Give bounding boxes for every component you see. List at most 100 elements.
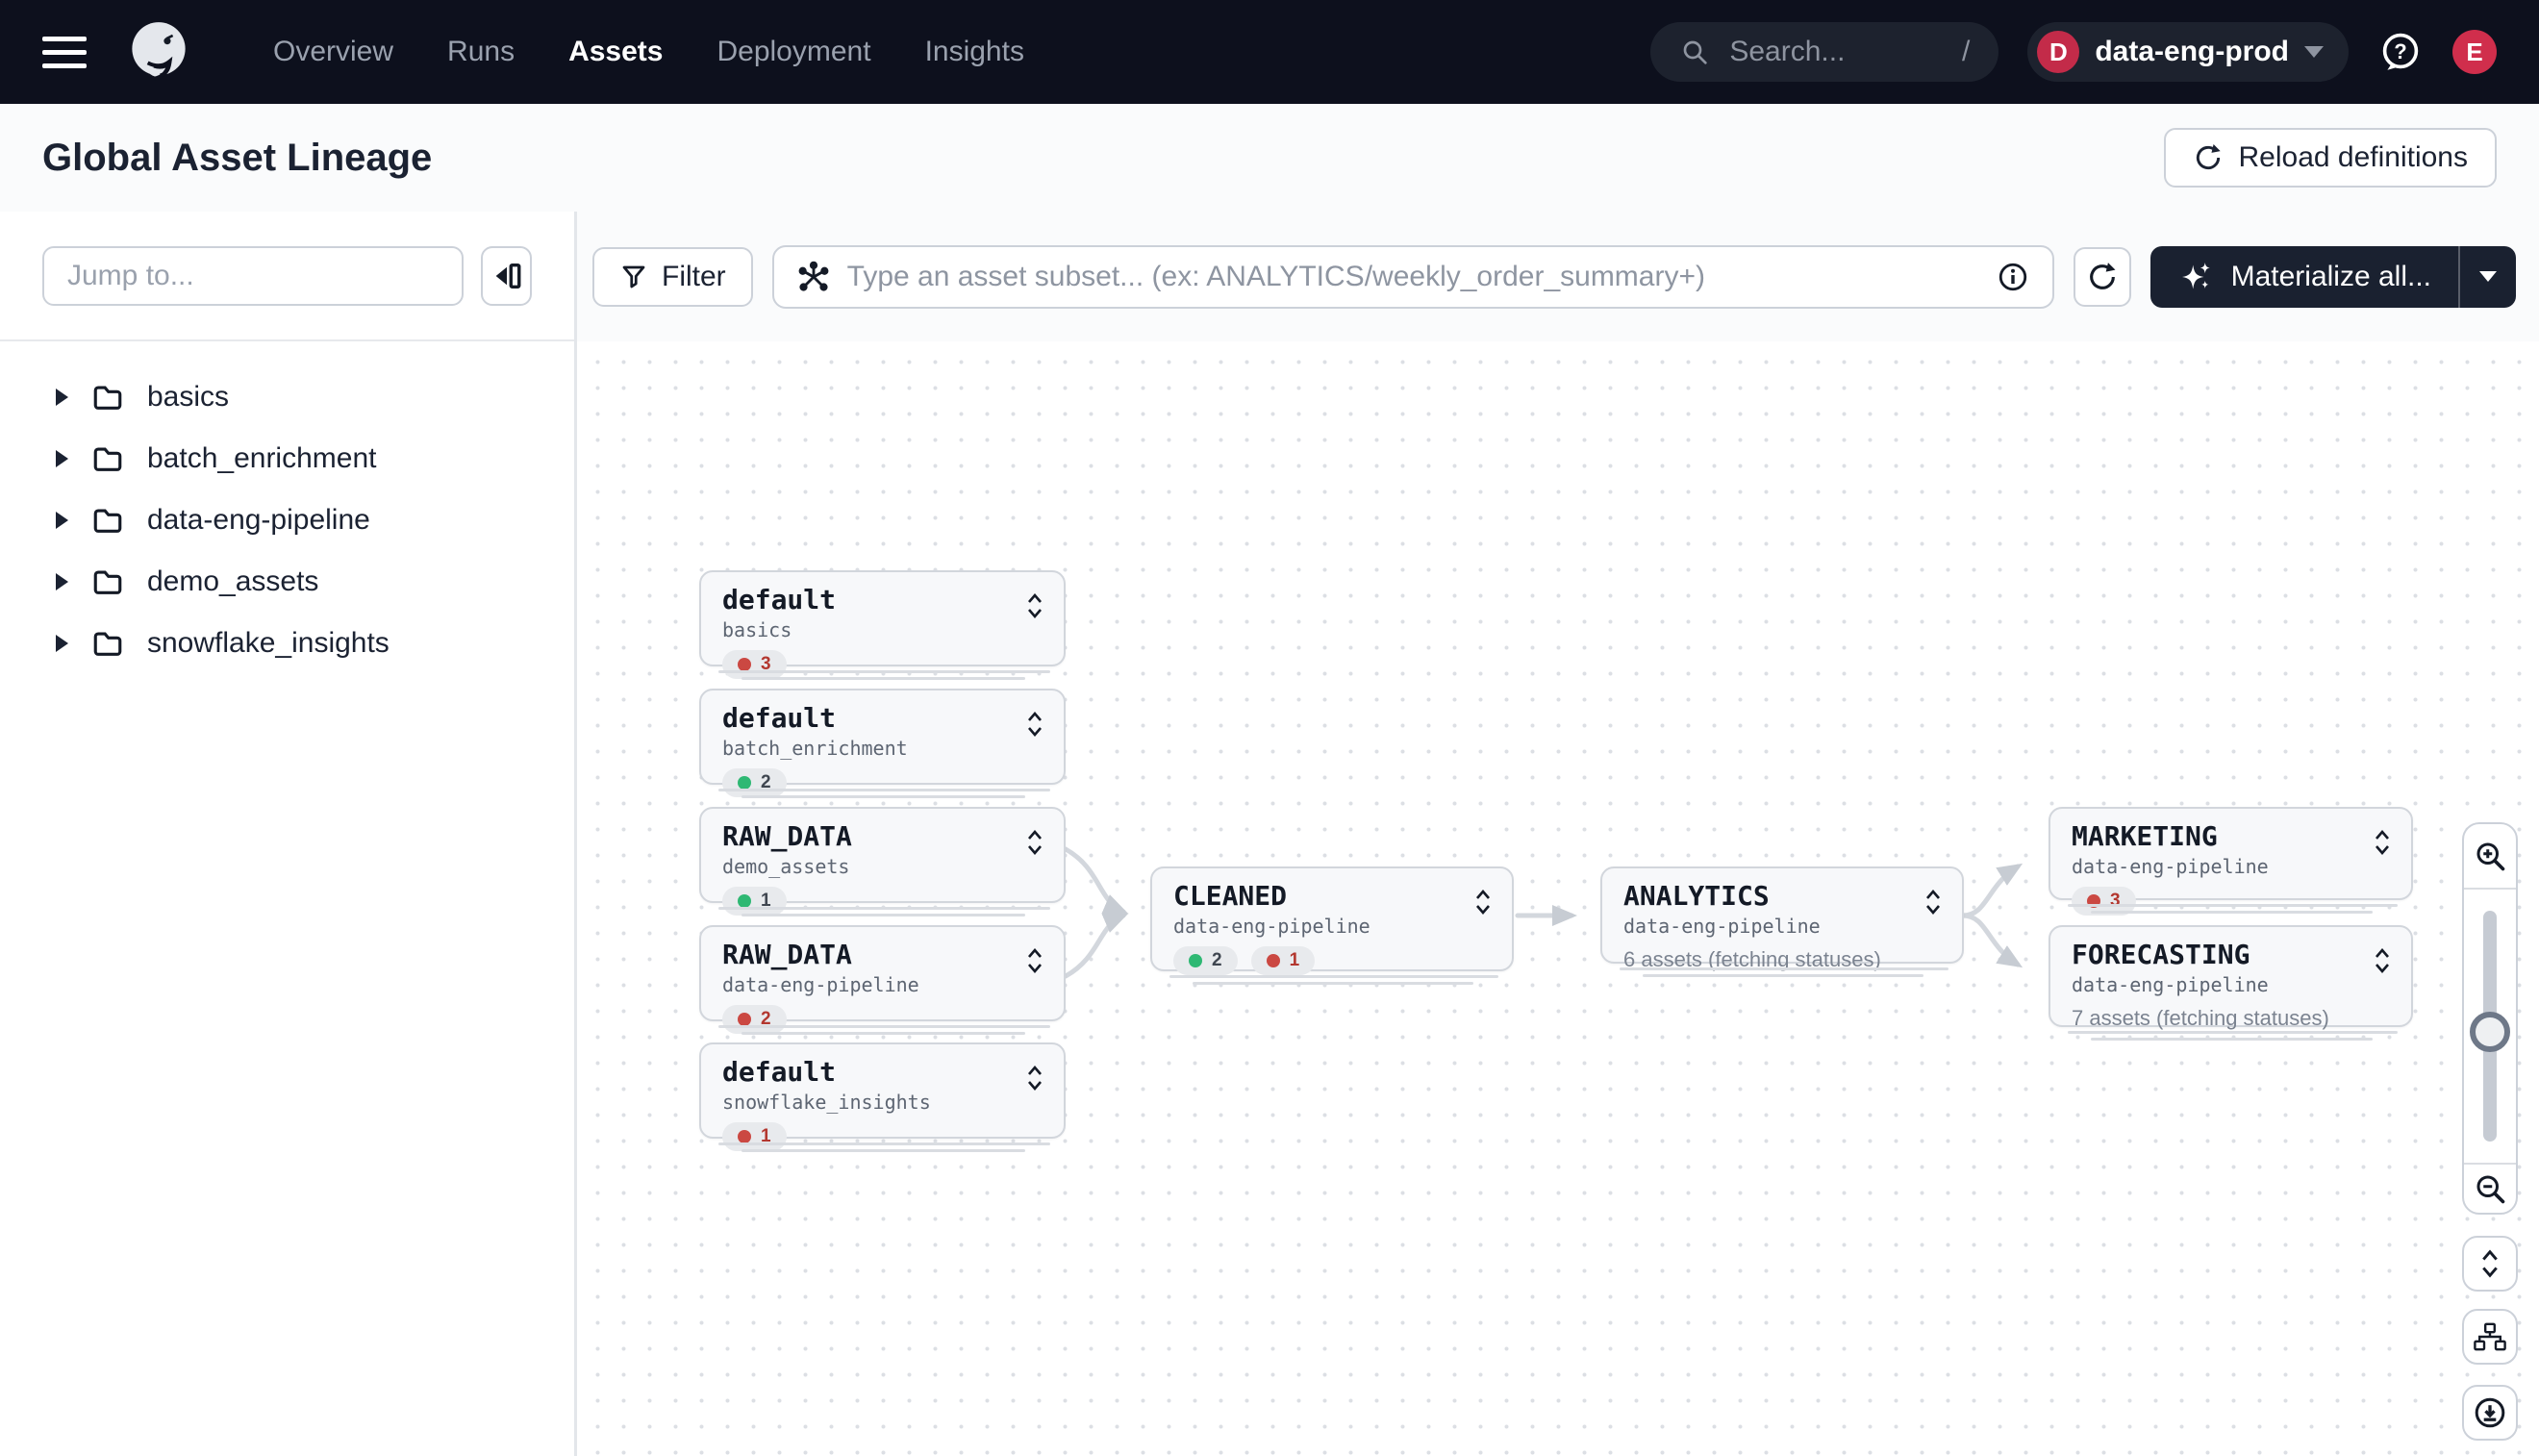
page-header: Global Asset Lineage Reload definitions [0, 104, 2539, 212]
expand-group-icon[interactable] [1023, 826, 1046, 859]
jump-to-input[interactable] [42, 245, 464, 306]
status-badge: 1 [722, 1122, 787, 1151]
status-count: 2 [761, 1009, 771, 1029]
expand-group-icon[interactable] [1023, 944, 1046, 977]
filter-funnel-icon [622, 265, 645, 288]
materialize-options-button[interactable] [2460, 246, 2516, 308]
edge-raw-data-to-cleaned [1063, 913, 1129, 979]
materialize-all-button[interactable]: Materialize all... [2150, 246, 2458, 308]
zoom-out-icon [2476, 1175, 2505, 1204]
folder-icon [93, 386, 122, 410]
group-tree: basics batch_enrichment data-eng-pipelin… [0, 341, 574, 699]
sidebar-item-basics[interactable]: basics [0, 366, 574, 428]
expand-group-icon[interactable] [1023, 708, 1046, 741]
zoom-in-icon [2476, 842, 2505, 871]
status-count: 3 [761, 654, 771, 674]
group-node-title: default [722, 1056, 837, 1088]
svg-text:?: ? [2394, 39, 2406, 63]
dagster-logo-icon[interactable] [121, 14, 196, 89]
download-image-button[interactable] [2462, 1385, 2518, 1441]
filter-button[interactable]: Filter [592, 246, 753, 307]
deployment-badge: D [2037, 31, 2080, 73]
materialized-dot-icon [738, 776, 751, 790]
asset-selection-icon [798, 261, 829, 291]
group-node-title: RAW_DATA [722, 820, 852, 852]
materialized-dot-icon [1189, 954, 1202, 967]
expand-group-icon[interactable] [1023, 590, 1046, 622]
search-icon [1684, 40, 1708, 64]
group-node-subtitle: data-eng-pipeline [2072, 973, 2269, 996]
caret-right-icon[interactable] [56, 389, 68, 406]
group-node-default-basics[interactable]: default basics 3 [699, 570, 1066, 680]
group-node-forecasting[interactable]: FORECASTING data-eng-pipeline 7 assets (… [2049, 925, 2413, 1041]
asset-subset-field [771, 244, 2054, 309]
group-node-raw-data-data-eng-pipeline[interactable]: RAW_DATA data-eng-pipeline 2 [699, 925, 1066, 1035]
button-divider [2458, 245, 2460, 308]
group-node-raw-data-demo-assets[interactable]: RAW_DATA demo_assets 1 [699, 807, 1066, 916]
tree-label: batch_enrichment [147, 442, 377, 474]
materialized-dot-icon [738, 894, 751, 908]
info-icon[interactable] [1997, 261, 2029, 293]
nav-deployment[interactable]: Deployment [716, 36, 871, 67]
caret-right-icon[interactable] [56, 635, 68, 652]
download-icon [2475, 1397, 2505, 1428]
edge-analytics-to-marketing [1960, 863, 2024, 918]
caret-right-icon[interactable] [56, 450, 68, 467]
group-node-title: CLEANED [1173, 880, 1288, 912]
rearrange-layout-button[interactable] [2462, 1309, 2518, 1365]
refresh-lineage-button[interactable] [2073, 246, 2131, 307]
expand-group-icon[interactable] [1023, 1062, 1046, 1094]
expand-group-icon[interactable] [1922, 886, 1945, 918]
caret-right-icon[interactable] [56, 512, 68, 529]
deployment-switcher[interactable]: D data-eng-prod [2027, 22, 2349, 82]
caret-right-icon[interactable] [56, 573, 68, 590]
nav-runs[interactable]: Runs [447, 36, 515, 67]
zoom-in-button[interactable] [2464, 824, 2516, 890]
unfold-icon [2482, 1249, 2498, 1278]
group-node-marketing[interactable]: MARKETING data-eng-pipeline 3 [2049, 807, 2413, 916]
search-placeholder: Search... [1729, 36, 1846, 67]
sidebar-item-snowflake-insights[interactable]: snowflake_insights [0, 613, 574, 674]
collapse-sidebar-button[interactable] [481, 245, 532, 306]
nav-overview[interactable]: Overview [273, 36, 394, 67]
expand-group-icon[interactable] [2371, 944, 2394, 977]
status-badge: 2 [722, 768, 787, 797]
expand-all-groups-button[interactable] [2462, 1236, 2518, 1292]
lineage-canvas[interactable]: default basics 3 default batch_enrichmen… [577, 341, 2539, 1456]
zoom-out-button[interactable] [2464, 1163, 2516, 1213]
expand-group-icon[interactable] [1471, 886, 1495, 918]
zoom-slider-thumb[interactable] [2470, 1012, 2510, 1052]
failed-dot-icon [738, 1013, 751, 1026]
expand-group-icon[interactable] [2371, 826, 2394, 859]
group-node-status-note: 7 assets (fetching statuses) [2072, 1006, 2329, 1030]
group-node-default-snowflake-insights[interactable]: default snowflake_insights 1 [699, 1042, 1066, 1152]
zoom-slider[interactable] [2464, 890, 2516, 1163]
asset-subset-input[interactable] [846, 260, 1979, 293]
group-node-subtitle: data-eng-pipeline [2072, 855, 2269, 878]
folder-icon [93, 509, 122, 533]
global-search[interactable]: Search... / [1650, 22, 1999, 82]
hamburger-menu-button[interactable] [42, 36, 87, 68]
collapse-panel-icon [495, 263, 520, 289]
group-node-default-batch-enrichment[interactable]: default batch_enrichment 2 [699, 689, 1066, 798]
reload-definitions-button[interactable]: Reload definitions [2163, 128, 2497, 188]
help-button[interactable]: ? [2377, 29, 2424, 75]
group-node-subtitle: data-eng-pipeline [1623, 915, 1821, 938]
status-count: 1 [1289, 950, 1300, 970]
hierarchy-icon [2474, 1322, 2506, 1351]
group-node-analytics[interactable]: ANALYTICS data-eng-pipeline 6 assets (fe… [1600, 866, 1964, 977]
sidebar-item-demo-assets[interactable]: demo_assets [0, 551, 574, 613]
group-node-subtitle: basics [722, 618, 792, 641]
group-node-cleaned[interactable]: CLEANED data-eng-pipeline 2 1 [1150, 866, 1514, 985]
status-count: 2 [1212, 950, 1222, 970]
nav-insights[interactable]: Insights [924, 36, 1024, 67]
user-avatar[interactable]: E [2452, 30, 2497, 74]
primary-nav: Overview Runs Assets Deployment Insights [273, 36, 1024, 68]
sidebar-item-data-eng-pipeline[interactable]: data-eng-pipeline [0, 490, 574, 551]
group-node-title: default [722, 702, 837, 734]
tree-label: data-eng-pipeline [147, 504, 370, 536]
nav-assets[interactable]: Assets [568, 36, 664, 67]
tree-label: basics [147, 381, 230, 413]
sidebar-item-batch-enrichment[interactable]: batch_enrichment [0, 428, 574, 490]
tree-label: snowflake_insights [147, 627, 390, 659]
